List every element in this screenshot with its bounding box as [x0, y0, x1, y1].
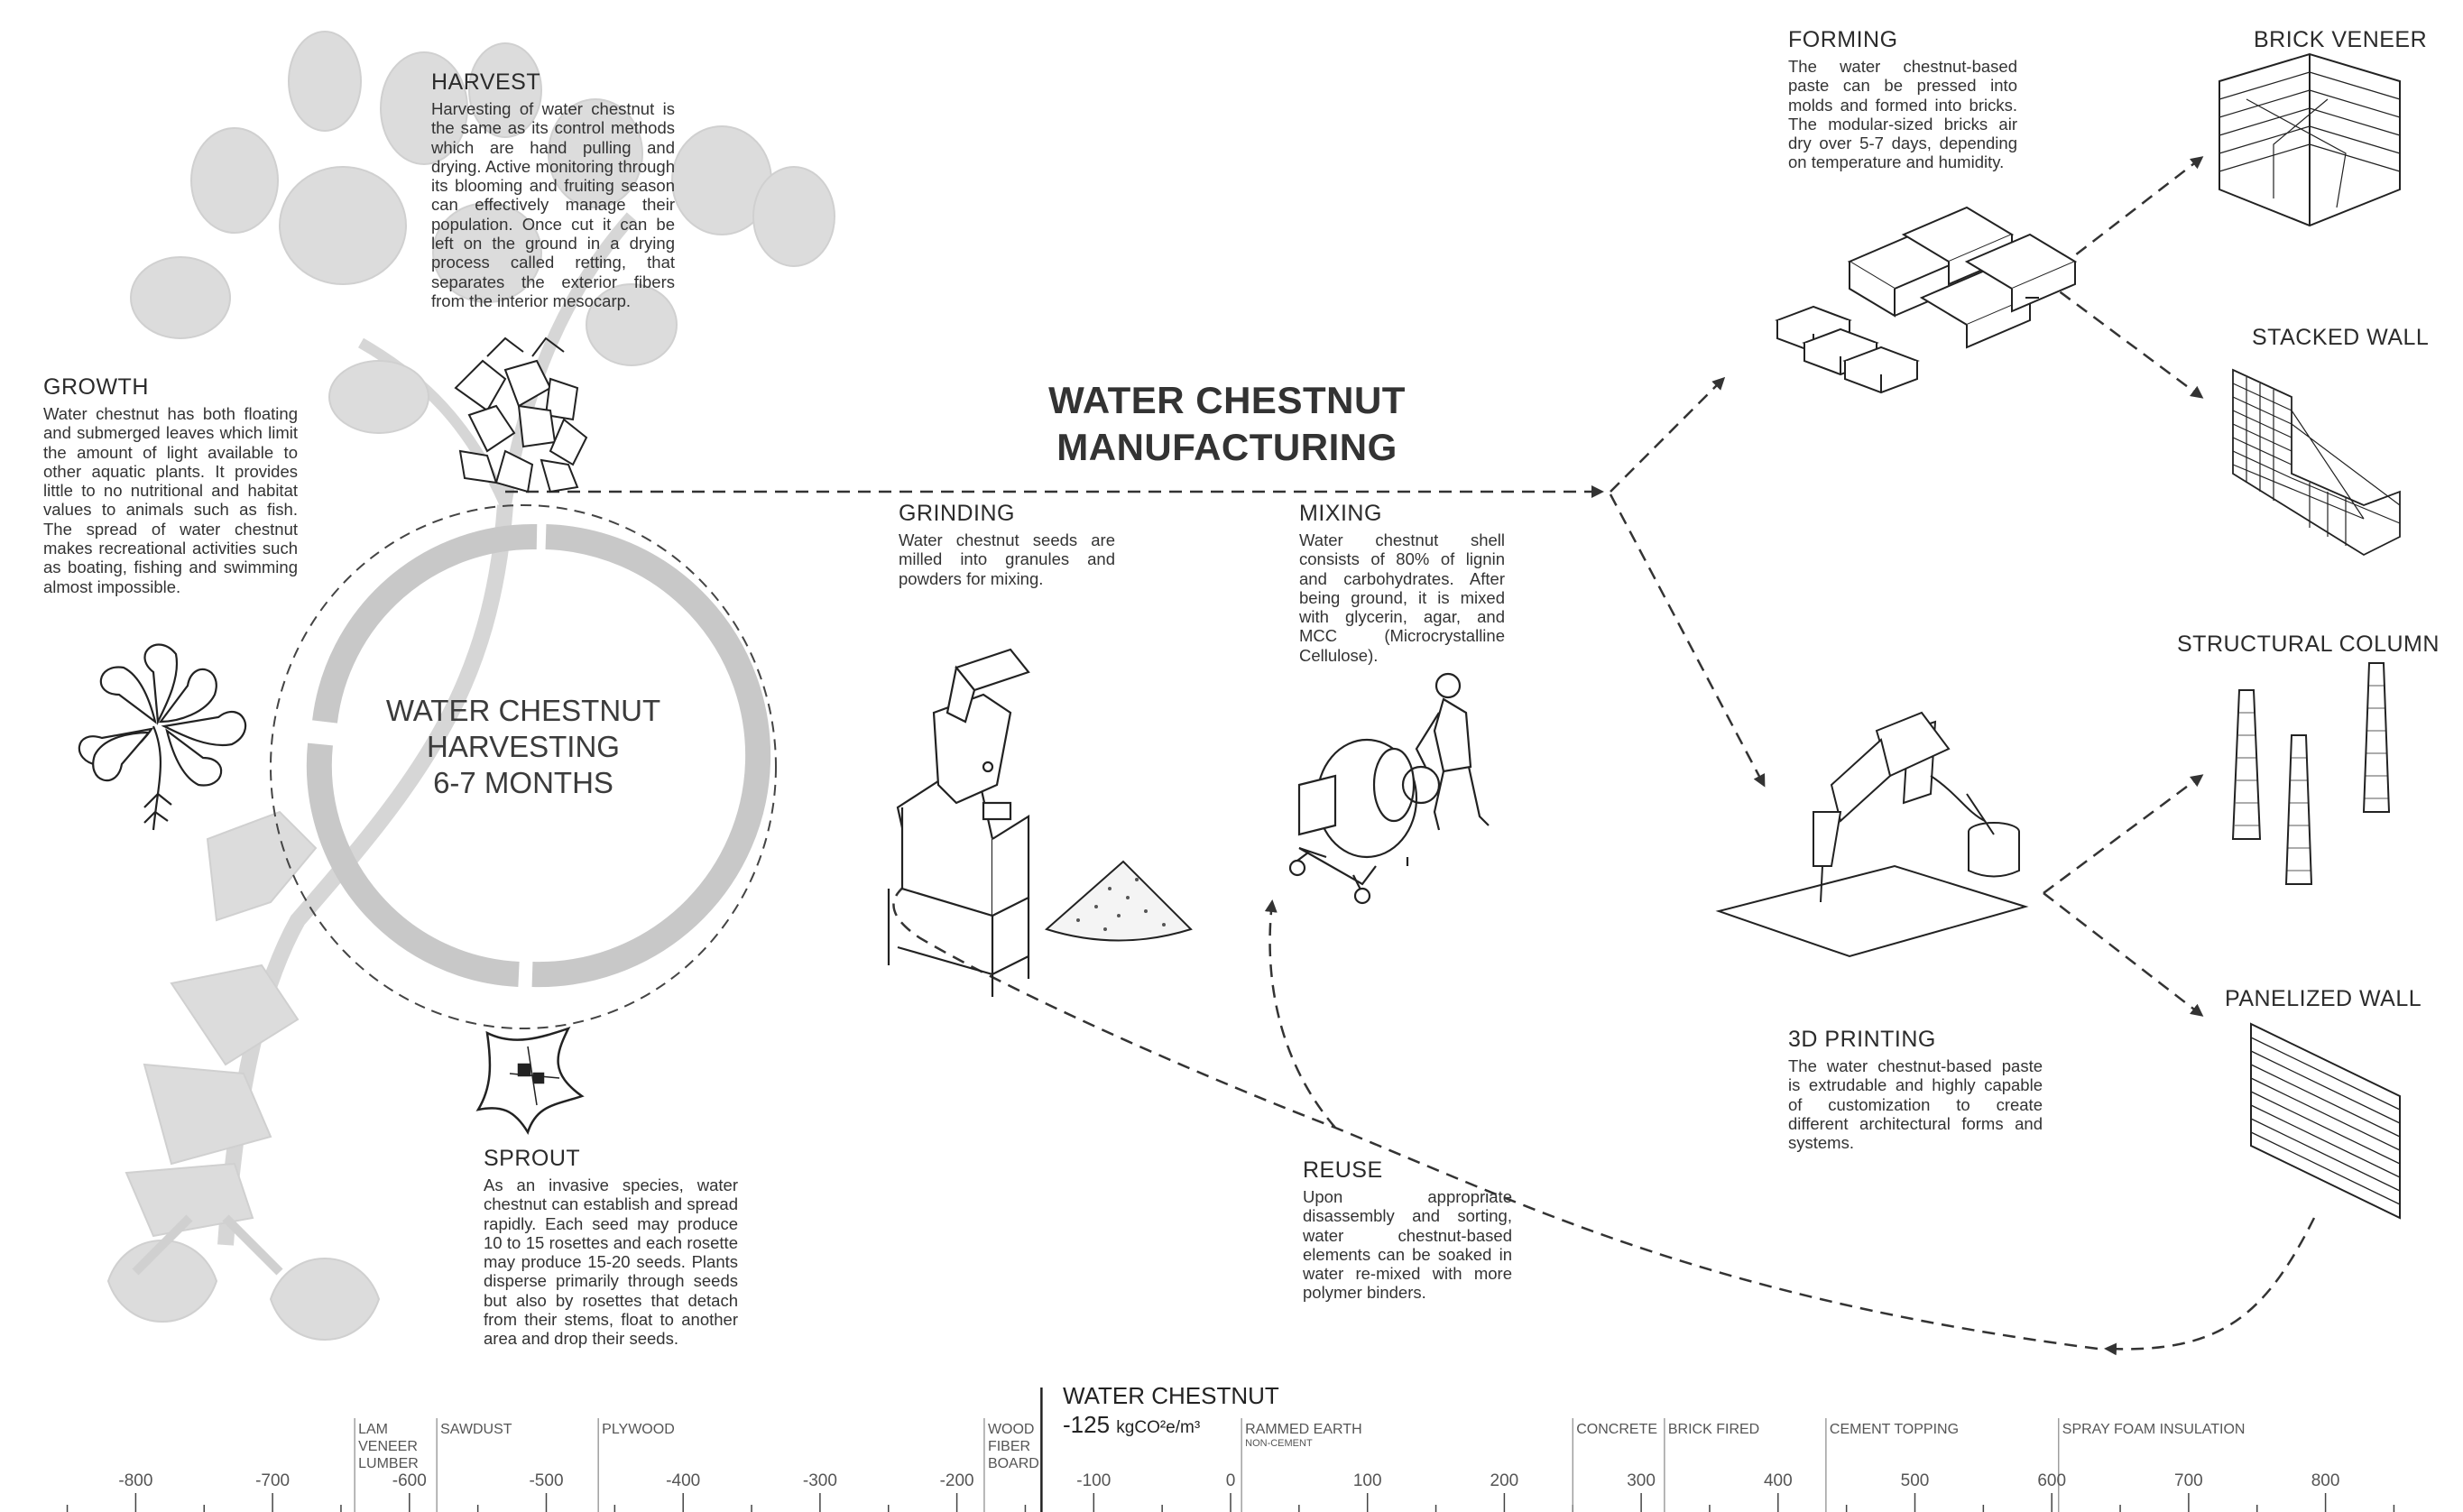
printing-heading: 3D PRINTING [1788, 1027, 1936, 1052]
scale-tick-label: 200 [1490, 1471, 1519, 1490]
panelized-wall-label: PANELIZED WALL [2225, 986, 2422, 1011]
forming-heading: FORMING [1788, 27, 1898, 52]
material-label-line: SAWDUST [440, 1422, 512, 1437]
water-chestnut-value-number: -125 [1063, 1411, 1111, 1438]
rosette-icon [78, 643, 247, 831]
scale-tick-label: -100 [1076, 1471, 1112, 1490]
material-label: LAM VENEER LUMBER [358, 1421, 419, 1472]
scale-tick-label: -300 [802, 1471, 837, 1490]
reuse-section: REUSE Upon appropriate disassembly and s… [1303, 1157, 1512, 1303]
reuse-text: Upon appropriate disassembly and sorting… [1303, 1187, 1512, 1303]
sprout-section: SPROUT As an invasive species, water che… [484, 1146, 738, 1349]
scale-tick-label: -200 [939, 1471, 974, 1490]
scale-tick-label: -600 [392, 1471, 427, 1490]
cycle-line-3: 6-7 MONTHS [433, 766, 613, 799]
scale-tick-label: -700 [255, 1471, 291, 1490]
sprout-text: As an invasive species, water chestnut c… [484, 1175, 738, 1349]
structural-column-label: STRUCTURAL COLUMN [2177, 632, 2440, 657]
panelized-wall-illustration [2250, 1022, 2401, 1220]
sprout-heading: SPROUT [484, 1146, 581, 1171]
stacked-wall-label: STACKED WALL [2252, 325, 2430, 350]
carbon-scale [66, 1388, 2395, 1512]
printing-section: 3D PRINTING The water chestnut-based pas… [1788, 1027, 2043, 1152]
mixing-text: Water chestnut shell consists of 80% of … [1299, 530, 1505, 665]
stacked-wall-illustration [2232, 368, 2401, 557]
harvest-heading: HARVEST [431, 69, 541, 95]
reuse-heading: REUSE [1303, 1157, 1383, 1183]
leaf-cluster-icon [454, 337, 588, 493]
material-label-line: PLYWOOD [602, 1422, 675, 1437]
brick-veneer-illustration [2219, 52, 2401, 227]
material-sublabel: NON-CEMENT [1245, 1438, 1313, 1449]
material-label: CEMENT TOPPING [1830, 1421, 1959, 1438]
material-label: WOOD FIBER BOARD [988, 1421, 1039, 1472]
scale-tick-label: 0 [1225, 1471, 1236, 1490]
forming-section: FORMING The water chestnut-based paste c… [1788, 27, 2017, 172]
water-chestnut-scale-value: -125 kgCO²e/m³ [1063, 1411, 1200, 1439]
material-label-line: CONCRETE [1576, 1422, 1658, 1437]
material-label-line: LUMBER [358, 1456, 419, 1471]
harvest-cycle-ring [306, 523, 771, 988]
manufacturing-title-line-1: WATER CHESTNUT [1048, 379, 1406, 421]
brick-molds-illustration [1775, 206, 2078, 394]
material-label-line: BOARD [987, 1456, 1039, 1471]
material-label-line: VENEER [358, 1439, 418, 1454]
water-chestnut-value-unit: kgCO²e/m³ [1116, 1418, 1201, 1437]
water-chestnut-scale-label: WATER CHESTNUT [1063, 1382, 1279, 1409]
material-label: PLYWOOD [602, 1421, 675, 1438]
material-label: SPRAY FOAM INSULATION [2062, 1421, 2246, 1438]
scale-tick-label: 300 [1627, 1471, 1656, 1490]
scale-tick-label: -500 [529, 1471, 564, 1490]
scale-tick-label: -400 [666, 1471, 701, 1490]
cycle-dashed-circle [270, 504, 777, 1029]
grinder-illustration [887, 648, 1030, 997]
manufacturing-title: WATER CHESTNUT MANUFACTURING [1001, 377, 1453, 471]
scale-tick-label: 100 [1352, 1471, 1382, 1490]
manufacturing-title-line-2: MANUFACTURING [1056, 426, 1398, 468]
cycle-line-2: HARVESTING [427, 730, 620, 763]
powder-pile-icon [1045, 860, 1193, 942]
harvest-section: HARVEST Harvesting of water chestnut is … [431, 69, 675, 310]
scale-tick-label: 800 [2311, 1471, 2340, 1490]
grinding-heading: GRINDING [899, 501, 1015, 526]
grinding-section: GRINDING Water chestnut seeds are milled… [899, 501, 1115, 588]
growth-section: GROWTH Water chestnut has both floating … [43, 374, 298, 596]
material-label-line: RAMMED EARTH [1245, 1422, 1362, 1437]
mixer-illustration [1288, 672, 1490, 905]
material-label-line: CEMENT TOPPING [1829, 1422, 1960, 1437]
scale-tick-label: 400 [1763, 1471, 1793, 1490]
material-label: BRICK FIRED [1668, 1421, 1759, 1438]
printing-text: The water chestnut-based paste is extrud… [1788, 1056, 2043, 1153]
material-label-line: LAM [358, 1422, 389, 1437]
plant-silhouette [106, 31, 835, 1341]
growth-heading: GROWTH [43, 374, 149, 400]
scale-tick-label: -800 [118, 1471, 153, 1490]
robot-printer-illustration [1715, 711, 2029, 958]
seed-icon [475, 1026, 585, 1135]
scale-tick-label: 700 [2174, 1471, 2203, 1490]
mixing-section: MIXING Water chestnut shell consists of … [1299, 501, 1505, 665]
cycle-line-1: WATER CHESTNUT [385, 694, 661, 727]
mixing-heading: MIXING [1299, 501, 1382, 526]
harvest-cycle-label: WATER CHESTNUT HARVESTING 6-7 MONTHS [361, 693, 686, 801]
material-label: CONCRETE [1576, 1421, 1657, 1438]
scale-tick-label: 500 [1900, 1471, 1930, 1490]
material-label: SAWDUST [440, 1421, 512, 1438]
structural-columns-illustration [2231, 662, 2391, 885]
scale-tick-label: 600 [2037, 1471, 2067, 1490]
material-label-line: BRICK FIRED [1667, 1422, 1760, 1437]
material-label-line: WOOD [987, 1422, 1035, 1437]
material-label-line: FIBER [987, 1439, 1031, 1454]
brick-veneer-label: BRICK VENEER [2254, 27, 2428, 52]
harvest-text: Harvesting of water chestnut is the same… [431, 99, 675, 310]
growth-text: Water chestnut has both floating and sub… [43, 404, 298, 596]
grinding-text: Water chestnut seeds are milled into gra… [899, 530, 1115, 588]
forming-text: The water chestnut-based paste can be pr… [1788, 57, 2017, 172]
material-label-line: SPRAY FOAM INSULATION [2062, 1422, 2246, 1437]
